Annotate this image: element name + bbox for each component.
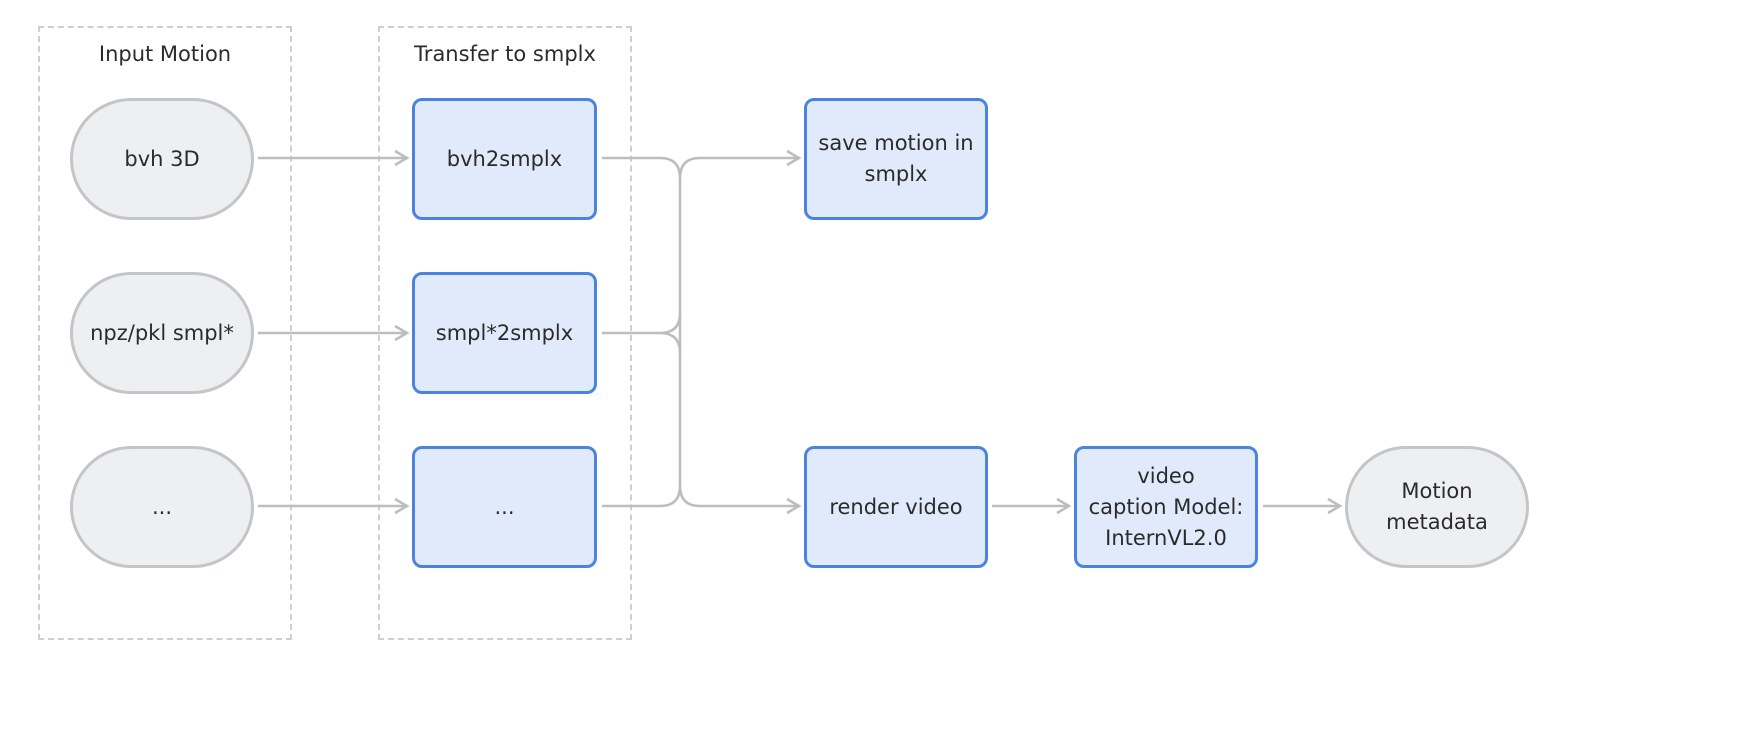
node-motion-metadata: Motion metadata	[1345, 446, 1529, 568]
node-bvh3d: bvh 3D	[70, 98, 254, 220]
node-bvh2smplx: bvh2smplx	[412, 98, 597, 220]
edge-bus-to-render	[678, 485, 802, 515]
node-caption-model: video caption Model: InternVL2.0	[1074, 446, 1258, 568]
edge-merge-mid	[602, 312, 682, 354]
node-render-video: render video	[804, 446, 988, 568]
group-title-transfer-to-smplx: Transfer to smplx	[414, 42, 596, 66]
node-transfer-more: ...	[412, 446, 597, 568]
edge-bus-to-save	[678, 149, 802, 179]
edge-merge-bus	[602, 156, 682, 508]
node-smpl2smplx: smpl*2smplx	[412, 272, 597, 394]
group-title-input-motion: Input Motion	[98, 42, 232, 66]
node-save-motion: save motion in smplx	[804, 98, 988, 220]
node-input-more: ...	[70, 446, 254, 568]
node-npz-pkl-smpl: npz/pkl smpl*	[70, 272, 254, 394]
